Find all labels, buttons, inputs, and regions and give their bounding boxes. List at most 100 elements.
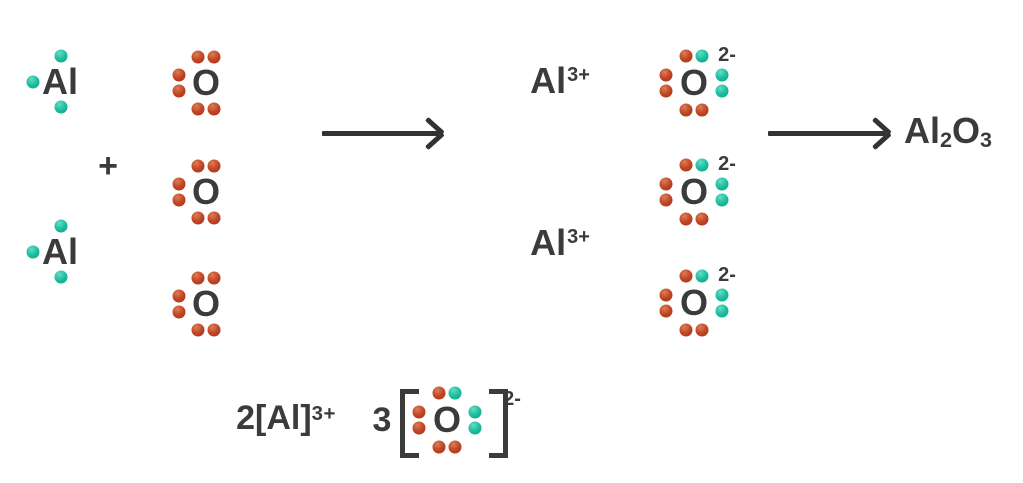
oxygen-atom-1: O <box>172 50 221 116</box>
red-electron-dot <box>659 84 673 98</box>
red-electron-dot <box>659 68 673 82</box>
red-electron-dot <box>679 323 693 337</box>
red-electron-dot <box>191 271 205 285</box>
red-electron-dot <box>207 211 221 225</box>
teal-electron-dot <box>54 219 68 233</box>
red-electron-dot <box>191 102 205 116</box>
reaction-arrow <box>322 116 445 150</box>
red-electron-dot <box>207 271 221 285</box>
red-electron-dot <box>172 177 186 191</box>
element-symbol: O <box>679 62 709 103</box>
red-electron-dot <box>191 50 205 64</box>
teal-electron-dot <box>715 304 729 318</box>
red-electron-dot <box>207 50 221 64</box>
oxide-ion-2: O 2- <box>659 154 736 226</box>
aluminum-atom-1: Al <box>26 49 78 114</box>
red-electron-dot <box>412 405 426 419</box>
red-electron-dot <box>172 193 186 207</box>
teal-electron-dot <box>695 158 709 172</box>
oxide-ion-bracketed: O <box>412 386 482 454</box>
red-electron-dot <box>207 323 221 337</box>
element-symbol: O <box>191 62 221 103</box>
oxide-bracket-left <box>400 389 419 458</box>
label-part: O <box>951 110 981 151</box>
aluminum-ion-2: Al3+ <box>530 225 590 261</box>
teal-electron-dot <box>54 100 68 114</box>
red-electron-dot <box>172 68 186 82</box>
red-electron-dot <box>695 103 709 117</box>
teal-electron-dot <box>715 68 729 82</box>
red-electron-dot <box>191 323 205 337</box>
red-electron-dot <box>695 212 709 226</box>
label-part: + <box>98 147 118 185</box>
aluminum-ion-1: Al3+ <box>530 63 590 99</box>
teal-electron-dot <box>695 269 709 283</box>
red-electron-dot <box>695 323 709 337</box>
teal-electron-dot <box>54 270 68 284</box>
element-symbol: Al <box>530 60 567 101</box>
combination-arrow <box>768 116 892 150</box>
teal-electron-dot <box>54 49 68 63</box>
label-part: 2 <box>939 127 952 153</box>
teal-electron-dot <box>26 75 40 89</box>
label-part: 3 <box>372 401 392 439</box>
element-symbol: Al <box>42 231 78 272</box>
element-symbol: Al <box>530 222 567 263</box>
red-electron-dot <box>191 211 205 225</box>
teal-electron-dot <box>468 421 482 435</box>
red-electron-dot <box>659 304 673 318</box>
teal-electron-dot <box>695 49 709 63</box>
arrow-shaft <box>768 130 886 136</box>
plus-sign: + <box>98 149 118 183</box>
element-symbol: Al <box>42 61 78 102</box>
label-part: Al <box>903 110 940 151</box>
label-part: 3+ <box>311 403 336 426</box>
element-symbol: O <box>191 171 221 212</box>
red-electron-dot <box>659 193 673 207</box>
red-electron-dot <box>412 421 426 435</box>
red-electron-dot <box>172 84 186 98</box>
teal-electron-dot <box>448 386 462 400</box>
red-electron-dot <box>679 269 693 283</box>
red-electron-dot <box>679 212 693 226</box>
oxide-ion-coefficient: 3 <box>373 403 392 437</box>
red-electron-dot <box>679 158 693 172</box>
red-electron-dot <box>432 440 446 454</box>
arrow-shaft <box>322 130 439 136</box>
teal-electron-dot <box>468 405 482 419</box>
teal-electron-dot <box>26 245 40 259</box>
red-electron-dot <box>172 289 186 303</box>
oxide-ion-1: O 2- <box>659 45 736 117</box>
teal-electron-dot <box>715 84 729 98</box>
element-symbol: O <box>679 171 709 212</box>
red-electron-dot <box>659 288 673 302</box>
ion-charge-superscript: 3+ <box>567 64 590 86</box>
label-part: 2[Al] <box>236 399 312 437</box>
aluminum-atom-2: Al <box>26 219 78 284</box>
product-formula: Al2O3 <box>903 110 993 153</box>
element-symbol: O <box>679 282 709 323</box>
ion-charge-superscript: 3+ <box>567 226 590 248</box>
red-electron-dot <box>207 159 221 173</box>
red-electron-dot <box>432 386 446 400</box>
oxygen-atom-2: O <box>172 159 221 225</box>
ion-charge-label: 2- <box>718 153 736 175</box>
red-electron-dot <box>659 177 673 191</box>
ion-charge-label: 2- <box>718 44 736 66</box>
teal-electron-dot <box>715 288 729 302</box>
oxide-bracket-right <box>489 389 508 458</box>
red-electron-dot <box>191 159 205 173</box>
element-symbol: O <box>432 399 462 440</box>
label-part: 3 <box>980 127 993 153</box>
red-electron-dot <box>172 305 186 319</box>
aluminum-ion-coefficient-formula: 2[Al]3+ <box>236 401 336 435</box>
oxygen-atom-3: O <box>172 271 221 337</box>
teal-electron-dot <box>715 177 729 191</box>
red-electron-dot <box>207 102 221 116</box>
element-symbol: O <box>191 283 221 324</box>
red-electron-dot <box>448 440 462 454</box>
teal-electron-dot <box>715 193 729 207</box>
red-electron-dot <box>679 103 693 117</box>
